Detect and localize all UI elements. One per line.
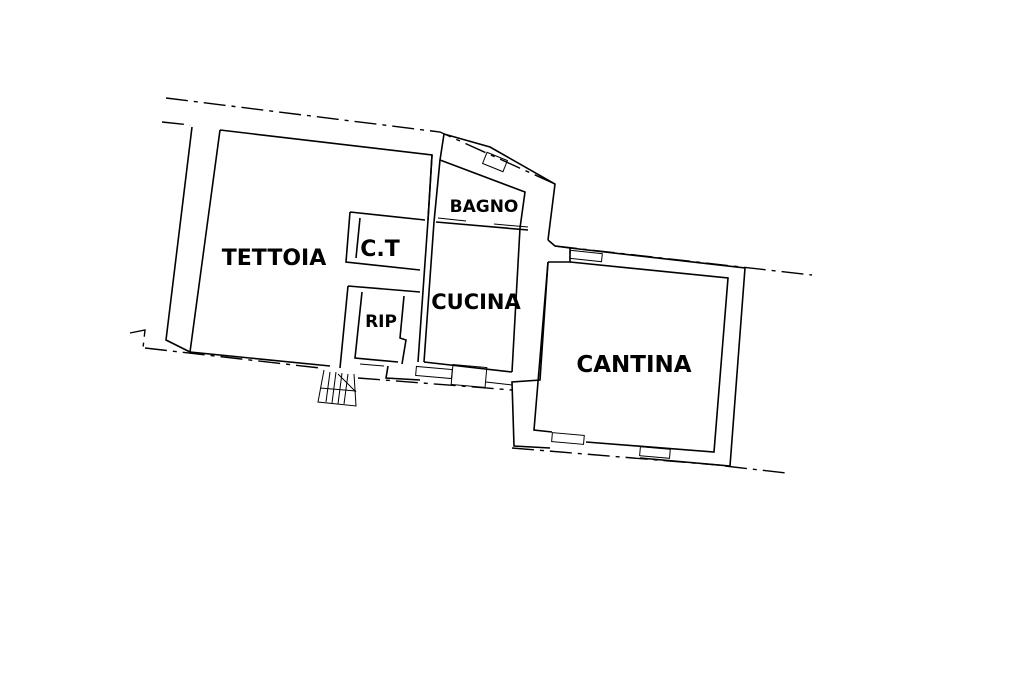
west-block-walls [165,126,556,381]
openings [359,151,671,459]
external-stair [317,369,357,407]
window-cantina-south-2 [639,446,671,459]
room-label-cantina: CANTINA [576,352,691,378]
step-cucina [450,364,488,388]
room-label-tettoia: TETTOIA [222,246,326,271]
door-bagno-left [437,217,467,222]
door-bagno-right [493,223,529,228]
door-cucina [485,381,513,386]
room-label-rip: RIP [365,312,397,332]
door-rip [359,363,385,367]
window-bagno [481,151,509,173]
window-cucina-south [415,365,453,380]
window-cantina-north [569,249,603,263]
room-label-ct: C.T [360,237,400,262]
room-label-cucina: CUCINA [431,290,521,314]
window-cantina-south-1 [551,432,585,445]
room-label-bagno: BAGNO [450,197,519,217]
cantina-walls [511,239,746,467]
property-boundary [129,97,813,474]
